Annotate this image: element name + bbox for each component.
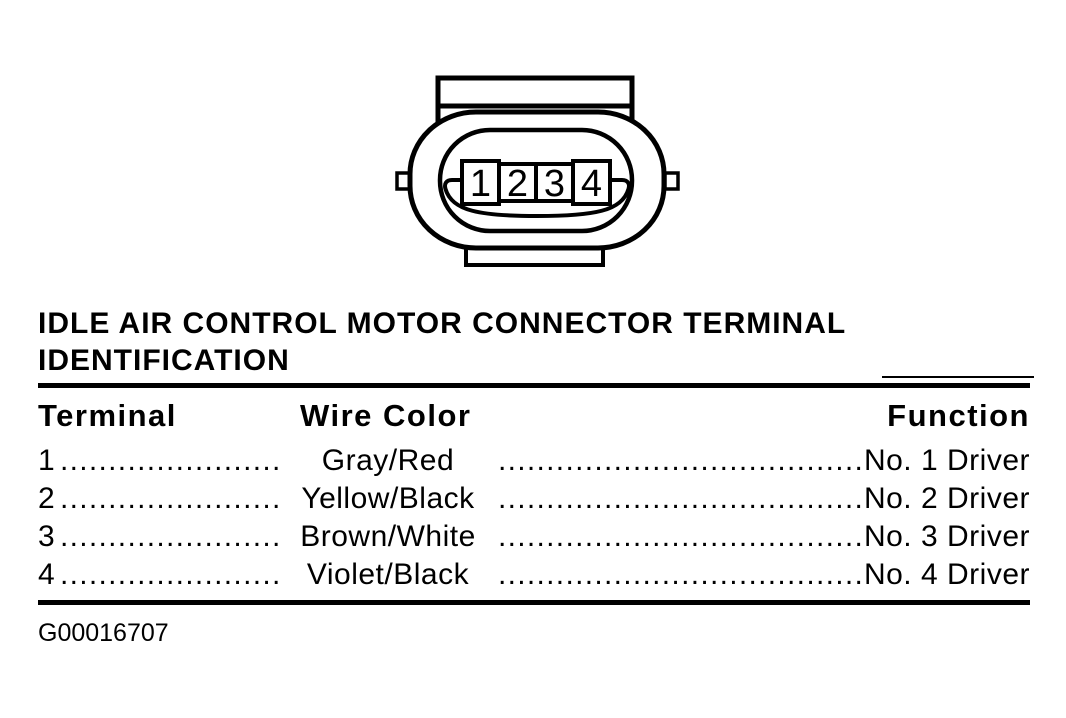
wire-color: Gray/Red: [321, 444, 455, 477]
function-value: No. 4 Driver: [863, 558, 1030, 591]
table-row: 2 ......................................…: [38, 480, 1030, 518]
scan-artifact-line: [882, 376, 1034, 378]
terminal-label-4: 4: [581, 163, 602, 205]
terminal-number: 2: [38, 482, 56, 515]
connector-keyway: [443, 178, 631, 219]
terminal-label-3: 3: [544, 163, 565, 205]
terminal-table: 1 ......................................…: [38, 442, 1030, 594]
terminal-label-2: 2: [507, 163, 528, 205]
connector-diagram: 1 2 3 4: [395, 75, 680, 267]
content-block: IDLE AIR CONTROL MOTOR CONNECTOR TERMINA…: [38, 305, 1034, 648]
wire-color: Violet/Black: [306, 558, 470, 591]
column-header-wire-color: Wire Color: [300, 398, 472, 433]
column-header-function: Function: [887, 398, 1030, 433]
divider-bottom: [38, 600, 1030, 605]
dot-leader: ........................................…: [498, 482, 864, 515]
figure-id: G00016707: [38, 619, 169, 647]
terminal-number: 4: [38, 558, 56, 591]
connector-right-tab: [663, 171, 680, 191]
dot-leader: ........................................…: [60, 482, 278, 515]
table-row: 3 ......................................…: [38, 518, 1030, 556]
terminal-number: 1: [38, 444, 56, 477]
dot-leader: ........................................…: [60, 444, 278, 477]
dot-leader: ........................................…: [498, 520, 864, 553]
function-value: No. 2 Driver: [863, 482, 1030, 515]
terminal-box-2: [497, 162, 538, 203]
terminal-number: 3: [38, 520, 56, 553]
wire-color: Brown/White: [300, 520, 476, 553]
dot-leader: ........................................…: [60, 558, 278, 591]
column-header-terminal: Terminal: [38, 398, 177, 433]
page-title: IDLE AIR CONTROL MOTOR CONNECTOR TERMINA…: [38, 307, 846, 377]
table-header-row: Terminal Wire Color Function: [38, 397, 1030, 435]
dot-leader: ........................................…: [60, 520, 278, 553]
dot-leader: ........................................…: [498, 444, 864, 477]
function-value: No. 3 Driver: [863, 520, 1030, 553]
terminal-label-1: 1: [470, 163, 491, 205]
terminal-box-4: [571, 159, 612, 206]
dot-leader: ........................................…: [498, 558, 864, 591]
divider-top: [38, 376, 1034, 388]
table-row: 4 ......................................…: [38, 556, 1030, 594]
table-row: 1 ......................................…: [38, 442, 1030, 480]
wire-color: Yellow/Black: [301, 482, 475, 515]
function-value: No. 1 Driver: [863, 444, 1030, 477]
